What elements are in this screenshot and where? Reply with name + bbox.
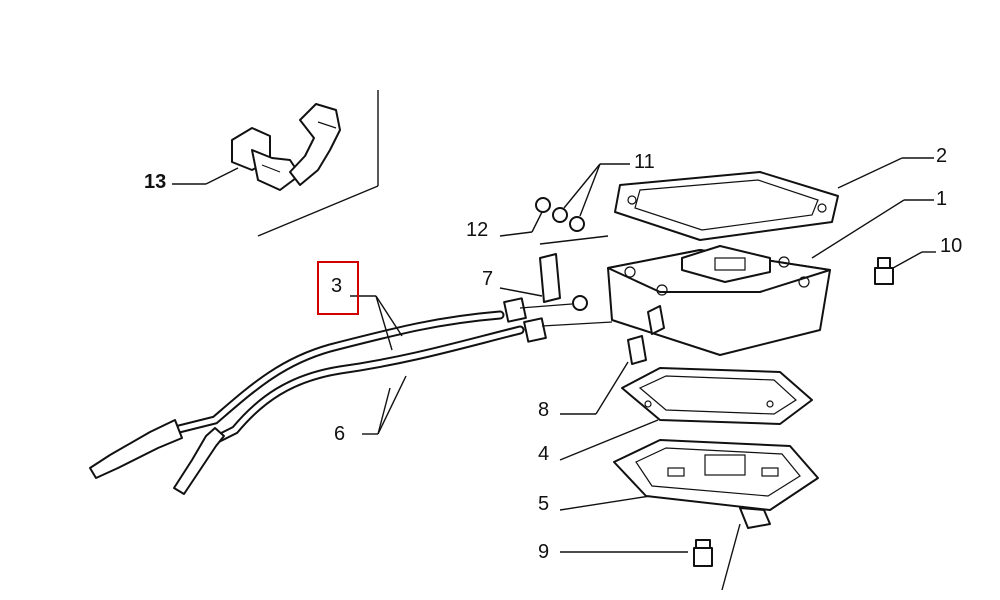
callout-11: 11 — [634, 151, 655, 173]
part-5-plate — [613, 439, 819, 529]
part-2-gasket — [614, 171, 839, 241]
callout-2: 2 — [936, 145, 947, 167]
callout-4: 4 — [538, 443, 549, 465]
part-13-clip — [231, 103, 341, 191]
part-11-nuts — [552, 207, 585, 232]
callout-5: 5 — [538, 493, 549, 515]
part-9-bolt — [693, 539, 713, 567]
callout-10: 10 — [940, 235, 962, 257]
part-4-gasket — [621, 367, 813, 425]
part-1-housing — [607, 245, 831, 356]
part-10-bolt — [874, 257, 894, 285]
cables — [89, 297, 613, 495]
callout-3: 3 — [331, 275, 342, 297]
inset-panel — [257, 90, 379, 237]
callout-7: 7 — [482, 268, 493, 290]
callout-12: 12 — [466, 219, 488, 241]
callouts: 1 2 3 4 5 6 7 8 9 10 11 12 13 — [144, 145, 962, 563]
part-12-nut — [535, 197, 551, 213]
callout-13: 13 — [144, 171, 166, 193]
callout-6: 6 — [334, 423, 345, 445]
leader-lines — [172, 157, 936, 591]
highlight-box — [317, 261, 359, 315]
callout-9: 9 — [538, 541, 549, 563]
part-7-bracket — [539, 253, 588, 311]
callout-1: 1 — [936, 188, 947, 210]
part-8-bracket — [627, 335, 647, 365]
callout-8: 8 — [538, 399, 549, 421]
